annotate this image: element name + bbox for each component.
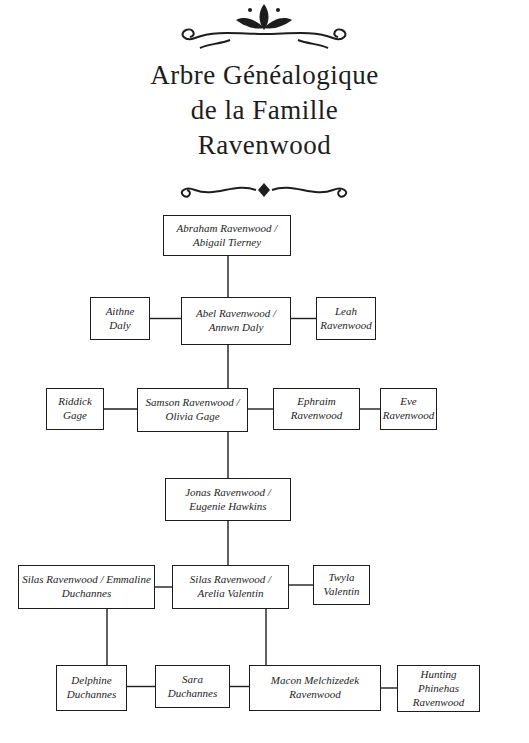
top-scroll	[183, 29, 346, 48]
person-name: Leah Ravenwood	[320, 305, 372, 333]
person-name: Samson Ravenwood / Olivia Gage	[141, 396, 244, 424]
person-box: Silas Ravenwood / Emmaline Duchannes	[18, 565, 155, 609]
family-link	[227, 345, 228, 388]
person-name: Abel Ravenwood / Annwn Daly	[185, 307, 287, 335]
family-link	[150, 318, 181, 319]
person-name: Delphine Duchannes	[60, 674, 123, 702]
family-link	[230, 686, 249, 687]
person-name: Macon Melchizedek Ravenwood	[253, 674, 377, 702]
person-box: Aithne Daly	[90, 297, 150, 340]
person-box: Eve Ravenwood	[380, 388, 437, 430]
top-flourish	[236, 4, 292, 30]
person-box: Jonas Ravenwood / Eugenie Hawkins	[165, 478, 291, 521]
person-box: Hunting Phinehas Ravenwood	[397, 665, 480, 712]
family-link	[127, 686, 155, 687]
person-name: Aithne Daly	[94, 305, 146, 333]
person-name: Eve Ravenwood	[383, 395, 434, 423]
family-link	[227, 521, 228, 565]
family-link	[155, 586, 172, 587]
person-box: Riddick Gage	[46, 388, 104, 430]
person-name: Riddick Gage	[50, 395, 100, 423]
family-link	[289, 584, 313, 585]
person-box: Macon Melchizedek Ravenwood	[249, 665, 381, 711]
family-link	[227, 256, 228, 297]
person-name: Jonas Ravenwood / Eugenie Hawkins	[169, 486, 287, 514]
person-box: Delphine Duchannes	[56, 665, 127, 711]
person-box: Samson Ravenwood / Olivia Gage	[137, 388, 248, 432]
person-box: Abel Ravenwood / Annwn Daly	[181, 297, 291, 345]
bottom-scroll	[182, 188, 346, 197]
person-name: Abraham Ravenwood / Abigail Tierney	[167, 222, 287, 250]
person-name: Ephraim Ravenwood	[277, 395, 356, 423]
family-link	[265, 609, 266, 665]
family-link	[104, 408, 137, 409]
person-box: Ephraim Ravenwood	[273, 388, 360, 430]
diagram-title: Arbre Généalogique de la Famille Ravenwo…	[144, 58, 385, 163]
person-box: Twyla Valentin	[313, 565, 370, 605]
family-link	[227, 432, 228, 478]
person-name: Silas Ravenwood / Emmaline Duchannes	[22, 573, 151, 601]
person-box: Leah Ravenwood	[316, 297, 376, 340]
person-box: Sara Duchannes	[155, 665, 230, 708]
family-link	[248, 408, 273, 409]
bottom-flourish	[258, 183, 270, 197]
person-name: Silas Ravenwood / Arelia Valentin	[176, 573, 285, 601]
person-box: Silas Ravenwood / Arelia Valentin	[172, 565, 289, 609]
person-name: Twyla Valentin	[317, 571, 366, 599]
family-link	[381, 687, 397, 688]
family-link	[360, 408, 380, 409]
person-box: Abraham Ravenwood / Abigail Tierney	[163, 215, 291, 256]
family-link	[106, 609, 107, 665]
person-name: Sara Duchannes	[159, 673, 226, 701]
family-link	[291, 318, 316, 319]
person-name: Hunting Phinehas Ravenwood	[401, 668, 476, 709]
